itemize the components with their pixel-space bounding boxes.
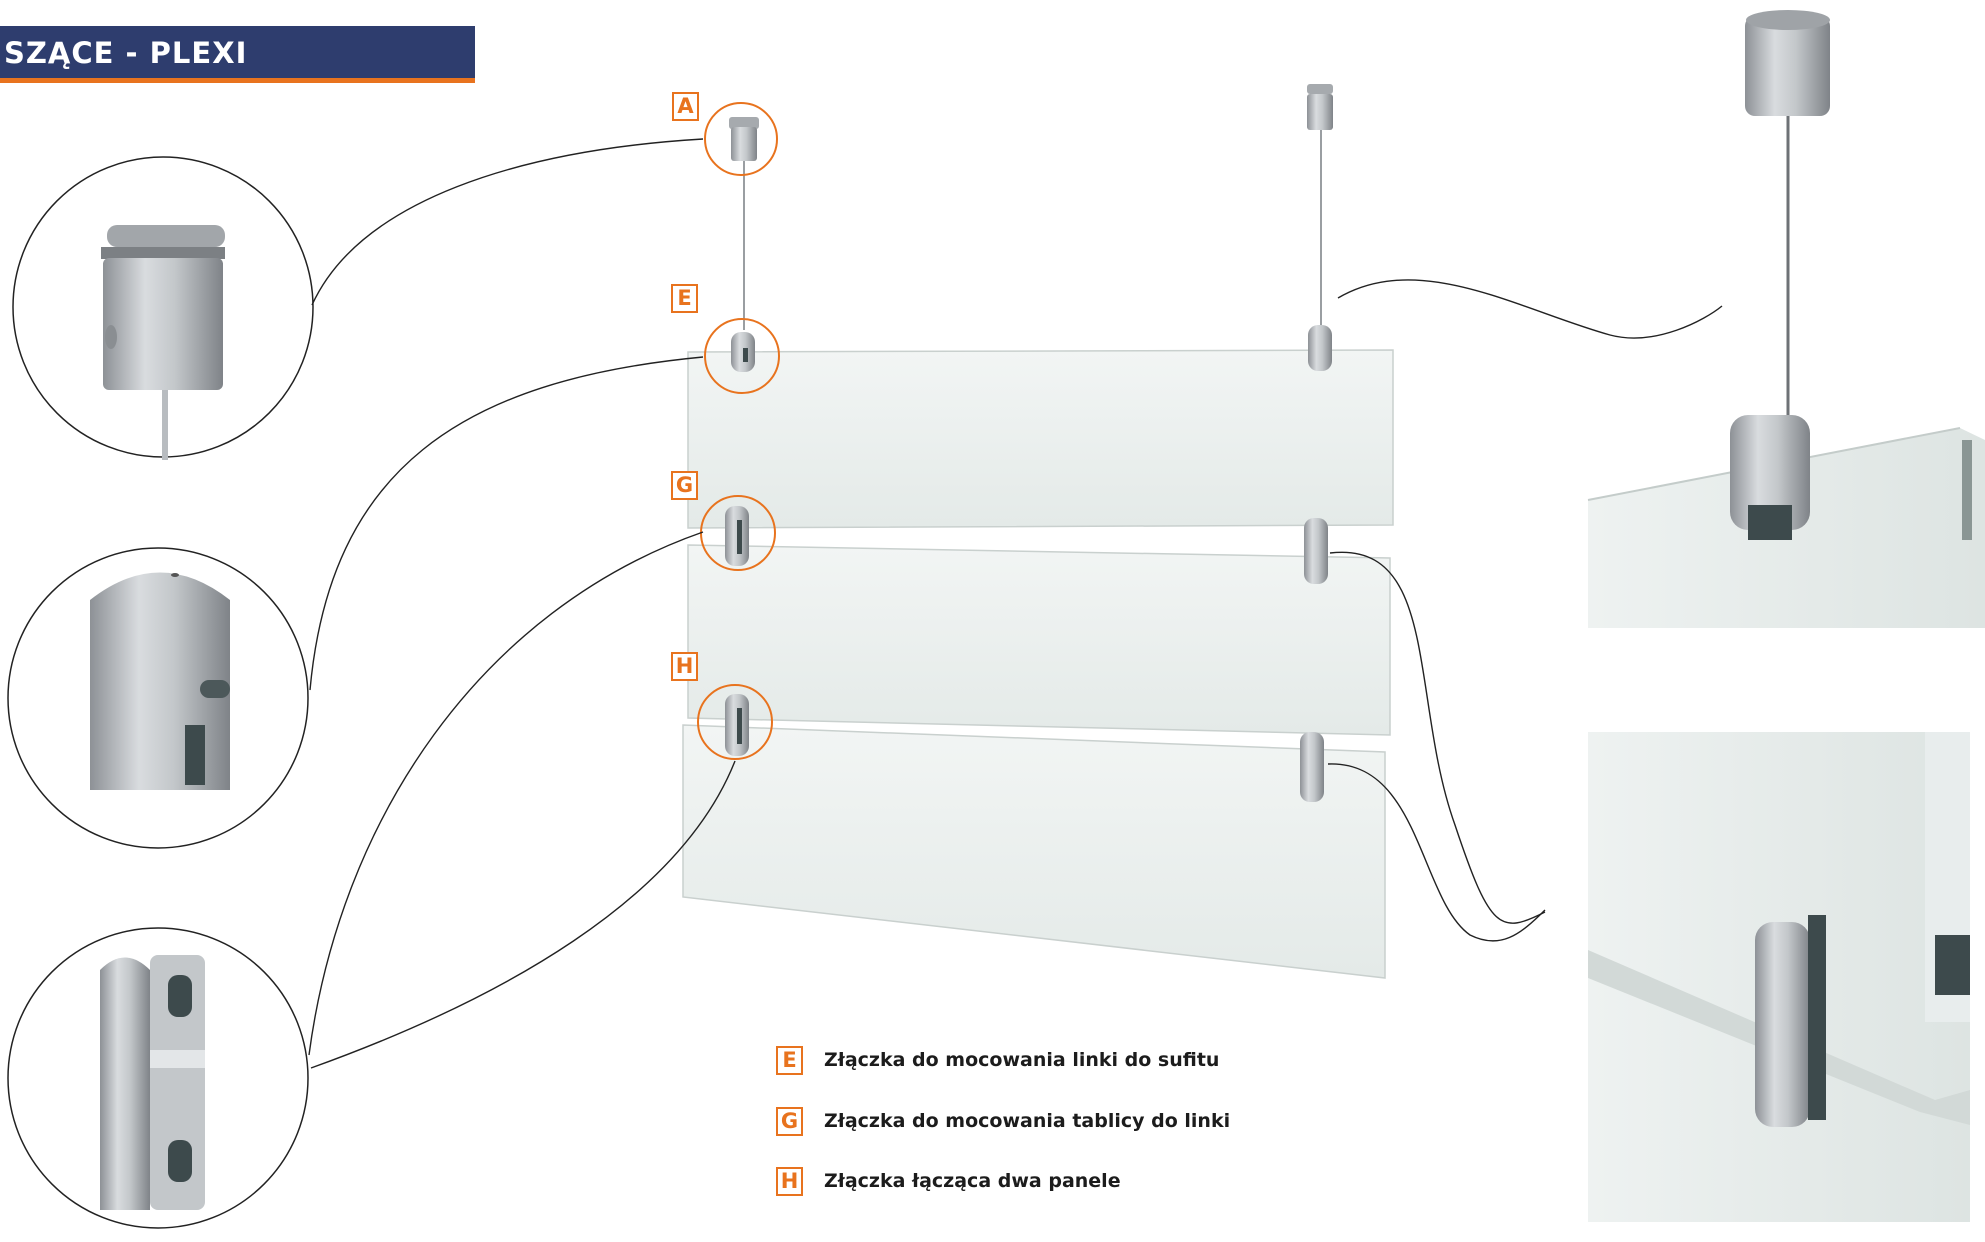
callout-g: G [671,471,698,500]
fitting-g [725,506,749,566]
callout-h: H [671,652,698,681]
detail-circle-e [8,548,308,848]
fitting-h [725,694,749,756]
fitting-a [729,117,759,161]
detail-circle-a [13,157,313,460]
fitting-e [731,332,755,372]
callout-e: E [671,284,698,313]
legend-letter-e: E [776,1046,803,1075]
fitting-right-top [1307,84,1333,130]
fitting-right-e [1308,325,1332,371]
panel-middle [688,545,1390,735]
legend-text-e: Złączka do mocowania linki do sufitu [824,1049,1219,1071]
legend-text-h: Złączka łącząca dwa panele [824,1170,1121,1192]
fitting-right-g [1304,518,1328,584]
detail-photo-bottom [1588,732,1970,1222]
legend-text-g: Złączka do mocowania tablicy do linki [824,1110,1230,1132]
panel-bottom [683,725,1385,978]
fitting-right-h [1300,732,1324,802]
detail-photo-top [1588,10,1985,628]
callout-a: A [672,92,699,121]
detail-circle-h [8,928,308,1228]
panel-top [688,350,1393,528]
legend-letter-h: H [776,1167,803,1196]
legend-letter-g: G [776,1107,803,1136]
